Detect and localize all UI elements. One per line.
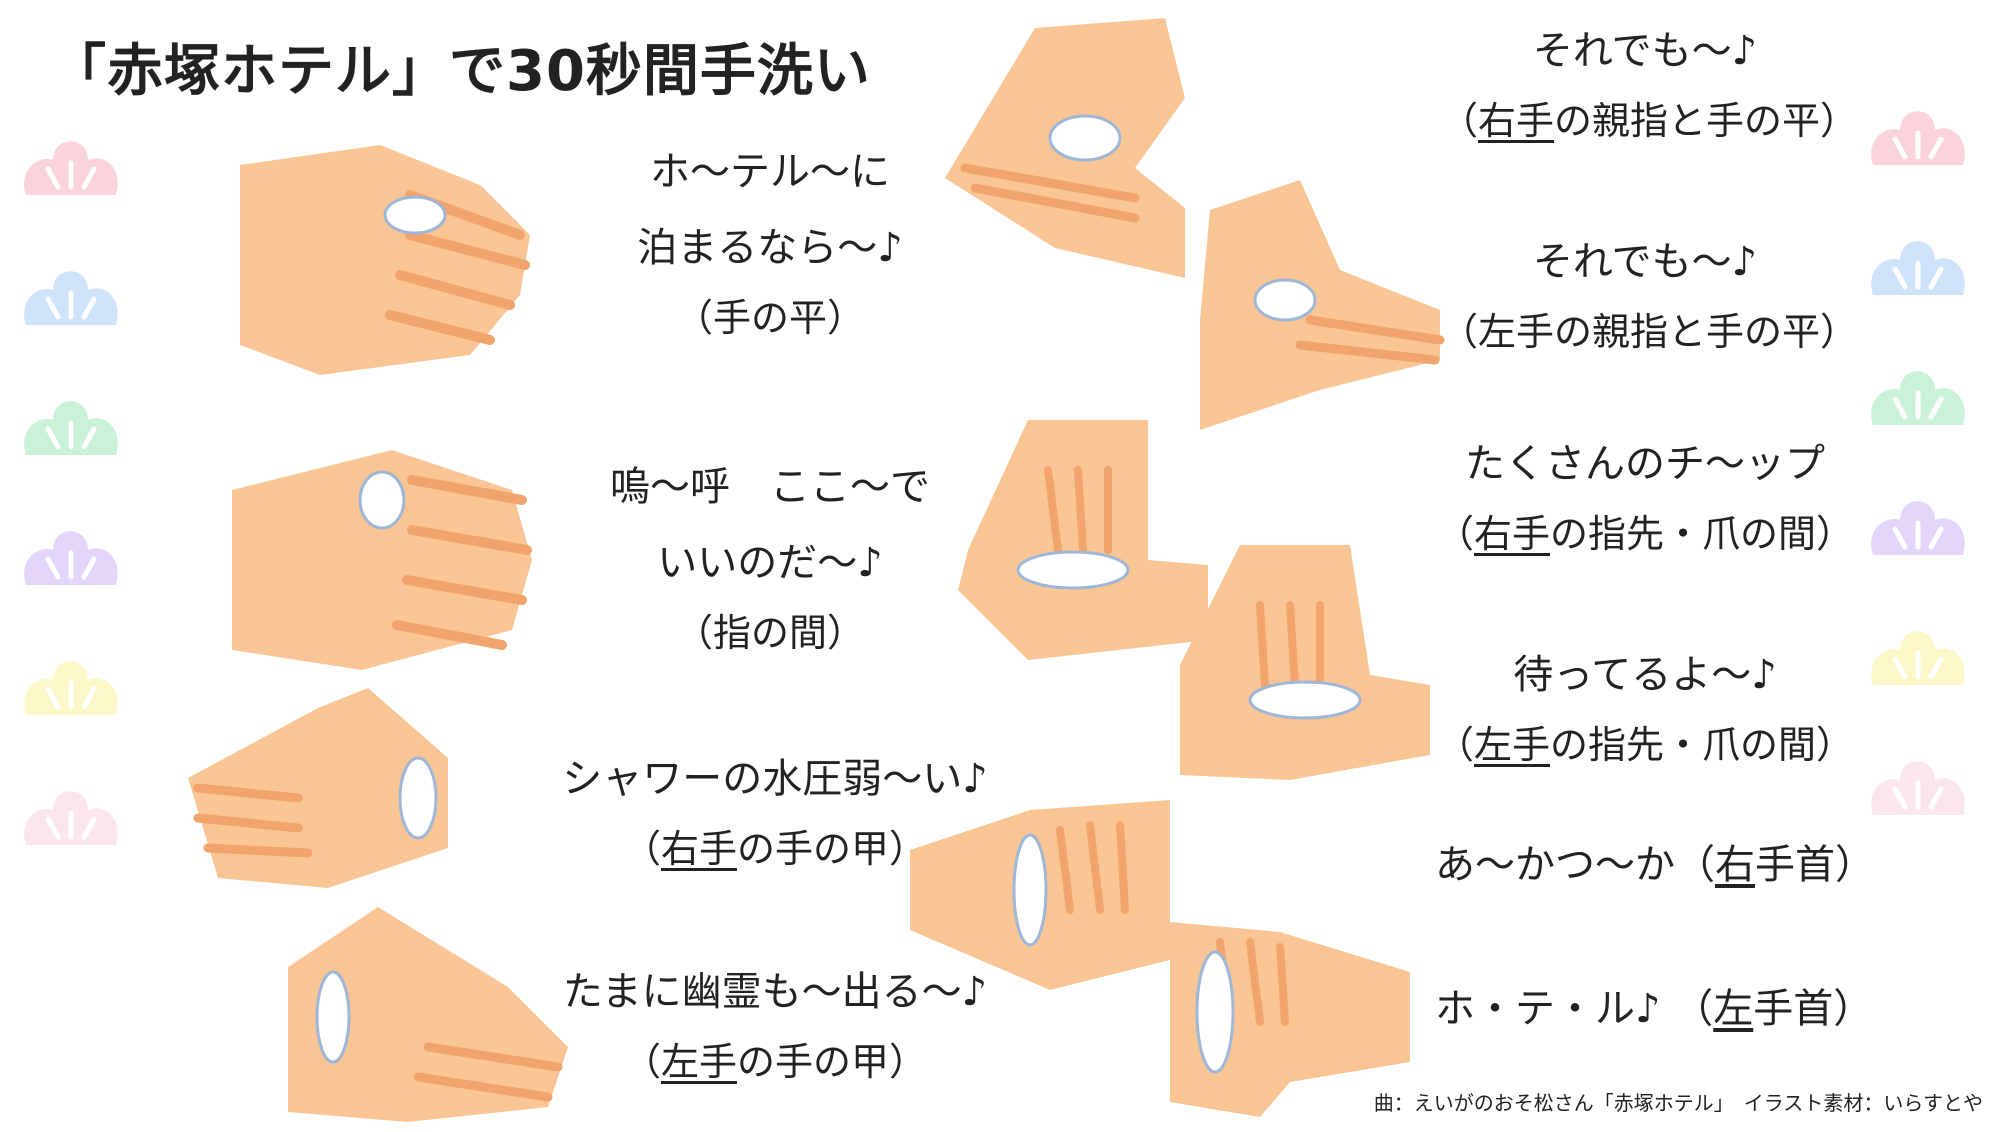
pine-decoration-icon [1871,241,1965,295]
step-note: （指の間） [674,611,866,655]
hand-washing-illustration [1170,922,1410,1117]
hand-washing-illustration [958,420,1208,660]
lyric-line: それでも〜♪ [1532,28,1758,74]
pine-decoration-icon [24,141,118,195]
step-right-fingertips: たくさんのチ〜ップ （右手の指先・爪の間） [1430,437,1860,561]
step-back-of-right-hand: シャワーの水圧弱〜い♪ （右手の手の甲） [540,752,1010,876]
lyric-line: いいのだ〜♪ [657,540,883,586]
hand-washing-illustration [945,18,1185,278]
step-left-thumb: それでも〜♪ （左手の親指と手の平） [1440,235,1859,359]
step-note: （手の平） [674,296,866,340]
hand-washing-illustration [910,800,1170,990]
step-left-fingertips: 待ってるよ〜♪ （左手の指先・爪の間） [1430,648,1860,772]
pine-decoration-icon [24,791,118,845]
step-right-thumb: それでも〜♪ （右手の親指と手の平） [1440,24,1859,148]
hand-washing-illustration [288,907,568,1122]
credit-text: 曲：えいがのおそ松さん「赤塚ホテル」 イラスト素材：いらすとや [1373,1091,1983,1115]
lyric-line: 泊まるなら〜♪ [637,225,903,271]
pine-decoration-icon [1871,111,1965,165]
lyric-line: たくさんのチ〜ップ [1465,441,1825,487]
lyric-line: 嗚〜呼 ここ〜で [610,464,930,510]
hand-washing-illustration [232,450,532,670]
hand-washing-illustration [188,688,448,888]
pine-decoration-icon [24,401,118,455]
step-note: （右手の指先・爪の間） [1435,512,1855,556]
pine-decoration-icon [1871,371,1965,425]
pine-decoration-icon [1871,761,1965,815]
page-title: 「赤塚ホテル」で30秒間手洗い [50,39,871,104]
pine-decoration-icon [24,661,118,715]
hand-washing-illustration [240,145,530,375]
hand-washing-illustration [1180,545,1430,780]
step-note: （左手の手の甲） [622,1040,928,1084]
pine-decoration-icon [1871,501,1965,555]
pine-decoration-icon [1871,631,1965,685]
hand-washing-illustration [1200,180,1445,430]
step-note: （右手の手の甲） [622,827,928,871]
step-note: （左手の親指と手の平） [1440,310,1859,354]
lyric-line: それでも〜♪ [1532,239,1758,285]
step-palm: ホ〜テル〜に 泊まるなら〜♪ （手の平） [600,145,940,345]
pine-decoration-icon [24,271,118,325]
step-note: （左手の指先・爪の間） [1435,723,1855,767]
lyric-line: たまに幽霊も〜出る〜♪ [562,969,988,1015]
step-note: （右手の親指と手の平） [1440,99,1859,143]
lyric-line: 待ってるよ〜♪ [1513,652,1777,698]
step-right-wrist: あ〜かつ〜か（右手首） [1435,842,1875,888]
lyric-line: シャワーの水圧弱〜い♪ [562,756,988,802]
pine-decoration-icon [24,531,118,585]
step-left-wrist: ホ・テ・ル♪ （左手首） [1435,986,1874,1032]
step-between-fingers: 嗚〜呼 ここ〜で いいのだ〜♪ （指の間） [570,460,970,660]
lyric-line: ホ〜テル〜に [650,149,890,195]
step-back-of-left-hand: たまに幽霊も〜出る〜♪ （左手の手の甲） [540,965,1010,1089]
